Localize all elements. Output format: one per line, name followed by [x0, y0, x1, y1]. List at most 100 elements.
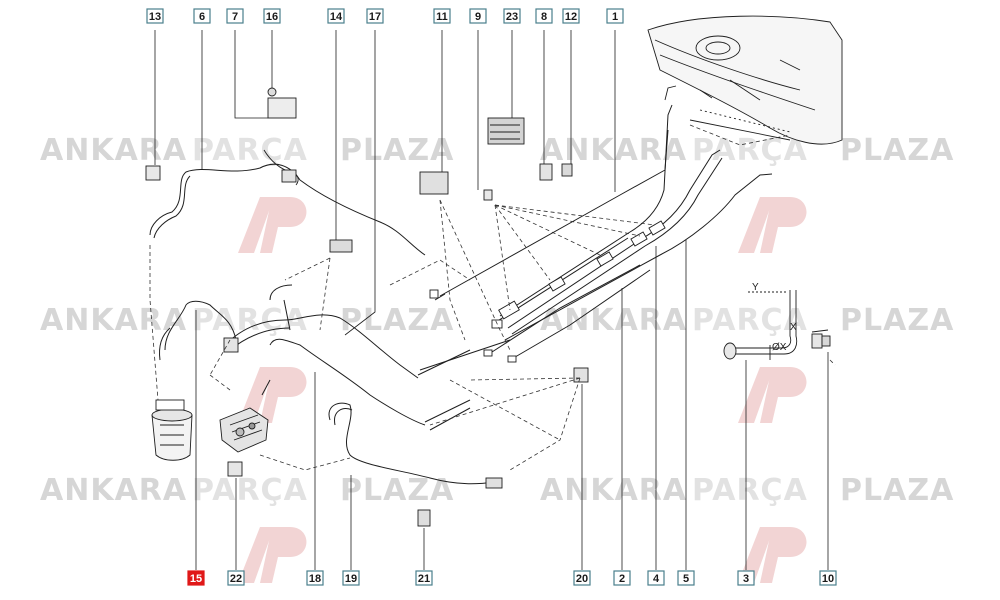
callout-label: 5: [683, 573, 689, 585]
leader-line-17: [344, 30, 376, 336]
watermark-word: ANKARA: [540, 133, 687, 168]
watermark-word: PARÇA: [192, 473, 308, 508]
dimension-x-label: X: [790, 322, 797, 333]
callout-label: 10: [822, 573, 834, 585]
callout-box: [226, 8, 244, 24]
watermark-word: PLAZA: [840, 133, 954, 168]
callout-label: 11: [436, 11, 448, 23]
dimension-diameter-label: ØX: [772, 342, 787, 353]
callout-15: 15: [187, 570, 205, 586]
watermark-word: PARÇA: [692, 133, 808, 168]
watermark-word: ANKARA: [40, 133, 187, 168]
watermark-word: PARÇA: [692, 303, 808, 338]
callout-7: 7: [226, 8, 244, 24]
watermark-word: PLAZA: [340, 133, 454, 168]
callout-box: [193, 8, 211, 24]
watermark-word: PARÇA: [692, 473, 808, 508]
callout-17: 17: [366, 8, 384, 24]
callout-5: 5: [677, 570, 695, 586]
callout-box: [433, 8, 451, 24]
callout-2: 2: [613, 570, 631, 586]
callout-label: 16: [266, 11, 278, 23]
callout-6: 6: [193, 8, 211, 24]
callout-label: 18: [309, 573, 321, 585]
reference-lines: [149, 124, 836, 471]
callout-box: [606, 8, 624, 24]
watermark-word: ANKARA: [40, 303, 187, 338]
callout-label: 4: [653, 573, 660, 585]
callout-label: 9: [475, 11, 481, 23]
dimension-y-label: Y: [752, 282, 759, 293]
callout-box: [503, 8, 521, 24]
callout-box: [562, 8, 580, 24]
callout-box: [263, 8, 281, 24]
fuel-filter: [151, 399, 193, 461]
callout-label: 13: [149, 11, 161, 23]
callout-leader-lines: [154, 30, 829, 570]
watermark-logo: [738, 527, 807, 583]
watermark-logo: [738, 367, 807, 423]
callout-label: 15: [190, 573, 202, 585]
callout-19: 19: [342, 570, 360, 586]
watermark-logo: [238, 197, 307, 253]
callout-label: 23: [506, 11, 518, 23]
callout-label: 3: [743, 573, 749, 585]
callout-box: [342, 570, 360, 586]
callout-box: [187, 570, 205, 586]
callout-1: 1: [606, 8, 624, 24]
callout-14: 14: [327, 8, 345, 24]
callout-12: 12: [562, 8, 580, 24]
small-parts: [145, 87, 589, 527]
callout-box: [677, 570, 695, 586]
watermark-word: PARÇA: [192, 303, 308, 338]
callout-label: 7: [232, 11, 238, 23]
callout-10: 10: [819, 570, 837, 586]
left-hoses: [149, 163, 496, 485]
fuel-tank-assembly: [647, 15, 843, 145]
callout-label: 21: [418, 573, 430, 585]
watermark-word: PLAZA: [340, 473, 454, 508]
callout-23: 23: [503, 8, 521, 24]
callout-label: 8: [541, 11, 547, 23]
callout-label: 6: [199, 11, 205, 23]
callout-9: 9: [469, 8, 487, 24]
callout-box: [819, 570, 837, 586]
callout-label: 19: [345, 573, 357, 585]
callout-boxes: 13 6 7 16 14 17 11 9 23 8 12 1 15 22 18 19 21 20 2 4 5 3 10: [146, 8, 837, 586]
callout-label: 20: [576, 573, 588, 585]
callout-21: 21: [415, 570, 433, 586]
callout-22: 22: [227, 570, 245, 586]
watermark-word: ANKARA: [540, 303, 687, 338]
callout-8: 8: [535, 8, 553, 24]
watermark-word: ANKARA: [540, 473, 687, 508]
callout-box: [327, 8, 345, 24]
leader-line-7: [234, 30, 268, 119]
watermark-word: PLAZA: [840, 303, 954, 338]
watermark-word: PLAZA: [340, 303, 454, 338]
callout-label: 22: [230, 573, 242, 585]
callout-box: [469, 8, 487, 24]
callout-label: 1: [612, 11, 618, 23]
callout-3: 3: [737, 570, 755, 586]
callout-label: 12: [565, 11, 577, 23]
callout-box: [227, 570, 245, 586]
callout-18: 18: [306, 570, 324, 586]
callout-4: 4: [647, 570, 665, 586]
rail-clips: [429, 220, 666, 363]
callout-box: [647, 570, 665, 586]
callout-box: [146, 8, 164, 24]
callout-13: 13: [146, 8, 164, 24]
bolt-dimension-labels: Y X ØX: [752, 282, 797, 353]
callout-20: 20: [573, 570, 591, 586]
callout-box: [415, 570, 433, 586]
bolt-detail: [723, 290, 831, 360]
callout-box: [306, 570, 324, 586]
fuel-line-bundle: [417, 104, 773, 431]
